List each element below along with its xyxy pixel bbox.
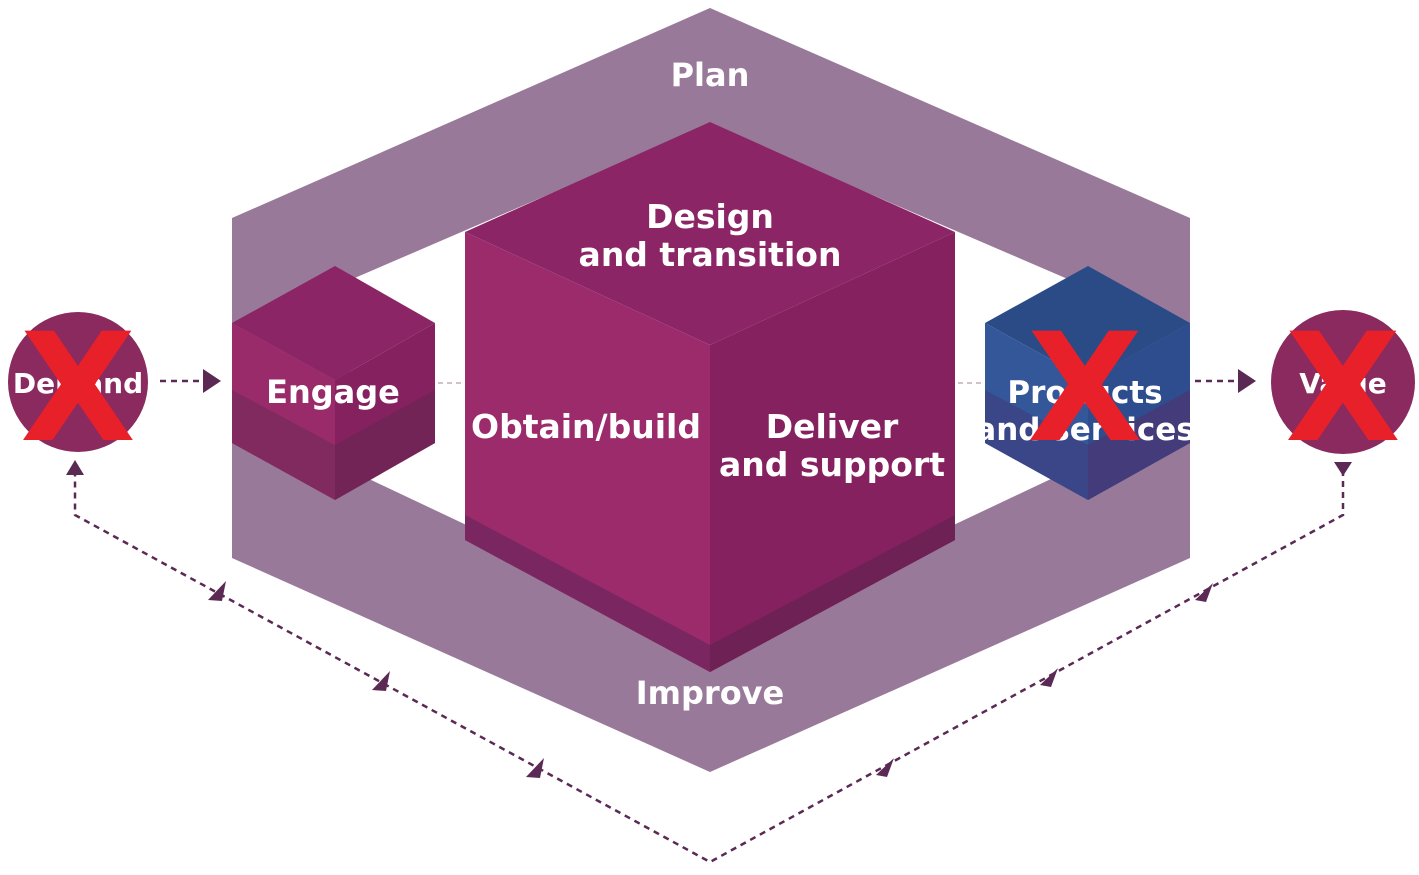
obtain-build-label: Obtain/build	[471, 407, 701, 446]
plan-label: Plan	[671, 56, 750, 94]
design-transition-label-line1: Design	[646, 197, 774, 236]
engage-cube	[232, 266, 435, 500]
plan-improve-ring	[232, 8, 1190, 772]
products-to-value-arrow-icon	[1238, 369, 1256, 393]
value-down-arrow-icon	[1334, 462, 1352, 476]
design-transition-face	[465, 122, 955, 345]
feedback-arrow-icon	[372, 671, 390, 691]
value-circle	[1271, 310, 1415, 454]
demand-label: Demand	[13, 367, 143, 400]
feedback-arrow-icon	[526, 758, 544, 778]
products-services-label-line1: Products	[1007, 375, 1162, 411]
value-cross-icon: X	[1285, 302, 1401, 476]
products-services-cube	[985, 266, 1190, 500]
products-services-label-line2: and services	[975, 412, 1194, 448]
demand-up-arrow-icon	[66, 460, 84, 475]
engage-label: Engage	[266, 373, 400, 411]
demand-to-engage-arrow-icon	[203, 369, 221, 393]
feedback-arrow-icon	[208, 581, 226, 601]
feedback-arrow-icon	[1195, 583, 1213, 602]
deliver-support-label-line2: and support	[719, 445, 945, 484]
central-cube	[465, 122, 955, 672]
value-label: Value	[1299, 367, 1387, 400]
feedback-arrow-icon	[1040, 668, 1058, 687]
improve-label: Improve	[636, 674, 784, 712]
demand-cross-icon: X	[20, 302, 136, 476]
products-cross-icon: X	[1027, 302, 1143, 476]
feedback-arrowheads	[66, 460, 1352, 778]
demand-circle	[8, 312, 148, 452]
feedback-arrow-icon	[876, 758, 894, 777]
deliver-support-label-line1: Deliver	[766, 407, 899, 446]
design-transition-label-line2: and transition	[579, 235, 842, 274]
